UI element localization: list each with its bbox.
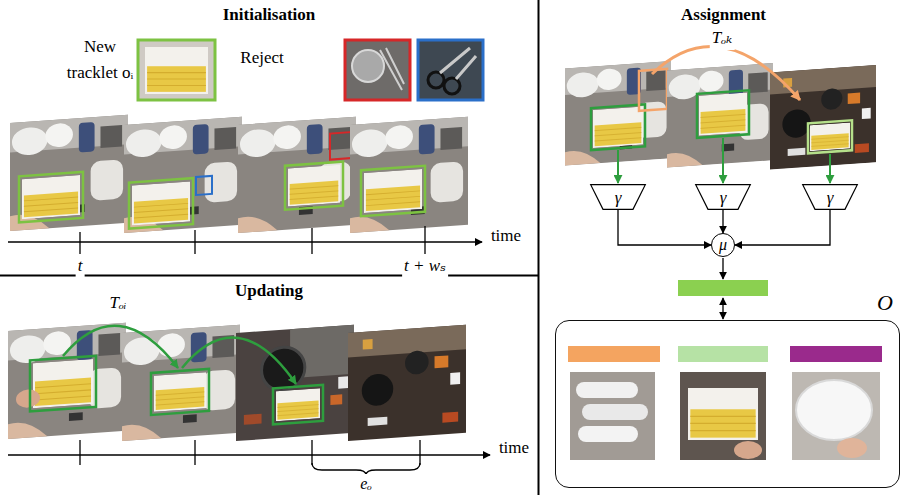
feature-flow (678, 258, 768, 319)
annotation-label: New tracklet oᵢ (58, 34, 142, 86)
panel-heading: Initialisation (0, 4, 538, 26)
encoder-trapezoid: γ (695, 184, 751, 210)
math-symbol: γ (827, 189, 834, 206)
encoder-trapezoid: γ (802, 184, 858, 210)
panel-heading: Assignment (539, 4, 908, 26)
math-symbol: μ (719, 237, 727, 253)
annotation-label: t + wₛ (402, 254, 448, 278)
panel-region: Initialisation (0, 0, 538, 275)
connector (735, 210, 830, 245)
assign-frames (565, 46, 876, 183)
trapezoid-shape (696, 185, 751, 210)
update-frames (8, 323, 466, 441)
init-timeline (8, 226, 482, 254)
update-timeline (8, 440, 490, 475)
connector (618, 210, 711, 245)
crop-thumbnails (138, 40, 483, 100)
annotation-label: Tₒₖ (710, 26, 735, 50)
panel-heading: Updating (0, 280, 538, 302)
encoder-trapezoid: γ (590, 184, 646, 210)
mean-operator: μ (711, 233, 735, 257)
panel-region: Assignment γ γ γ μO (539, 0, 908, 495)
panel-region: Updating (0, 276, 538, 495)
math-symbol: γ (615, 189, 622, 206)
memory-contents (568, 346, 882, 460)
set-symbol: O (877, 290, 893, 316)
annotation-label: t (76, 254, 85, 278)
connector (722, 210, 723, 233)
init-frames (10, 115, 468, 233)
annotation-label: time (497, 436, 531, 460)
annotation-label: Reject (238, 46, 285, 70)
math-symbol: γ (720, 189, 727, 206)
annotation-label: Tₒᵢ (108, 291, 129, 315)
object-memory: O (555, 320, 900, 488)
trapezoid-shape (591, 185, 646, 210)
annotation-label: eₒ (358, 474, 374, 494)
annotation-label: time (489, 224, 523, 248)
trapezoid-shape (803, 185, 858, 210)
panel-dividers (0, 0, 539, 495)
